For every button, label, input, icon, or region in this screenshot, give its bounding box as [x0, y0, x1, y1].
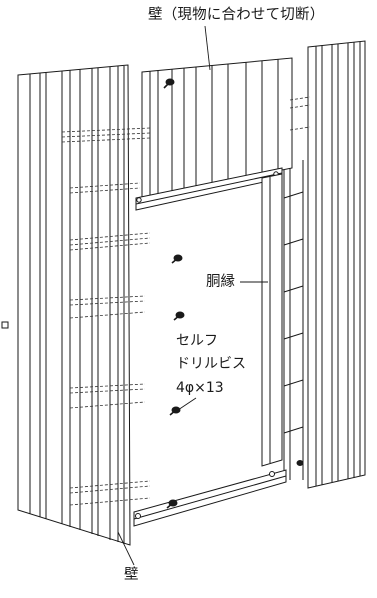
vertical-furring — [261, 173, 283, 467]
top-cut-wall — [141, 57, 293, 199]
bottom-wall-label: 壁 — [124, 567, 139, 583]
screw-6 — [296, 460, 304, 466]
hidden-furring-lines — [61, 96, 311, 506]
left-marker-square — [1, 321, 9, 329]
screw-1 — [163, 78, 175, 89]
leader-lines — [117, 25, 268, 566]
screw-label-line1: セルフ — [176, 333, 218, 349]
bottom-furring-bar — [133, 469, 287, 527]
screw-4 — [169, 406, 181, 416]
back-furring-strips — [283, 160, 304, 480]
screw-2 — [171, 254, 183, 264]
screw-3 — [173, 311, 185, 321]
top-wall-label: 壁（現物に合わせて切断） — [148, 7, 325, 23]
furring-label: 胴縁 — [206, 274, 235, 290]
screw-label-line3: 4φ×13 — [176, 380, 224, 396]
right-wall-panel — [307, 40, 366, 489]
left-wall-panel — [17, 64, 131, 546]
screw-5 — [166, 499, 178, 509]
self-drilling-screws — [163, 78, 304, 509]
screw-label-line2: ドリルビス — [176, 356, 246, 372]
